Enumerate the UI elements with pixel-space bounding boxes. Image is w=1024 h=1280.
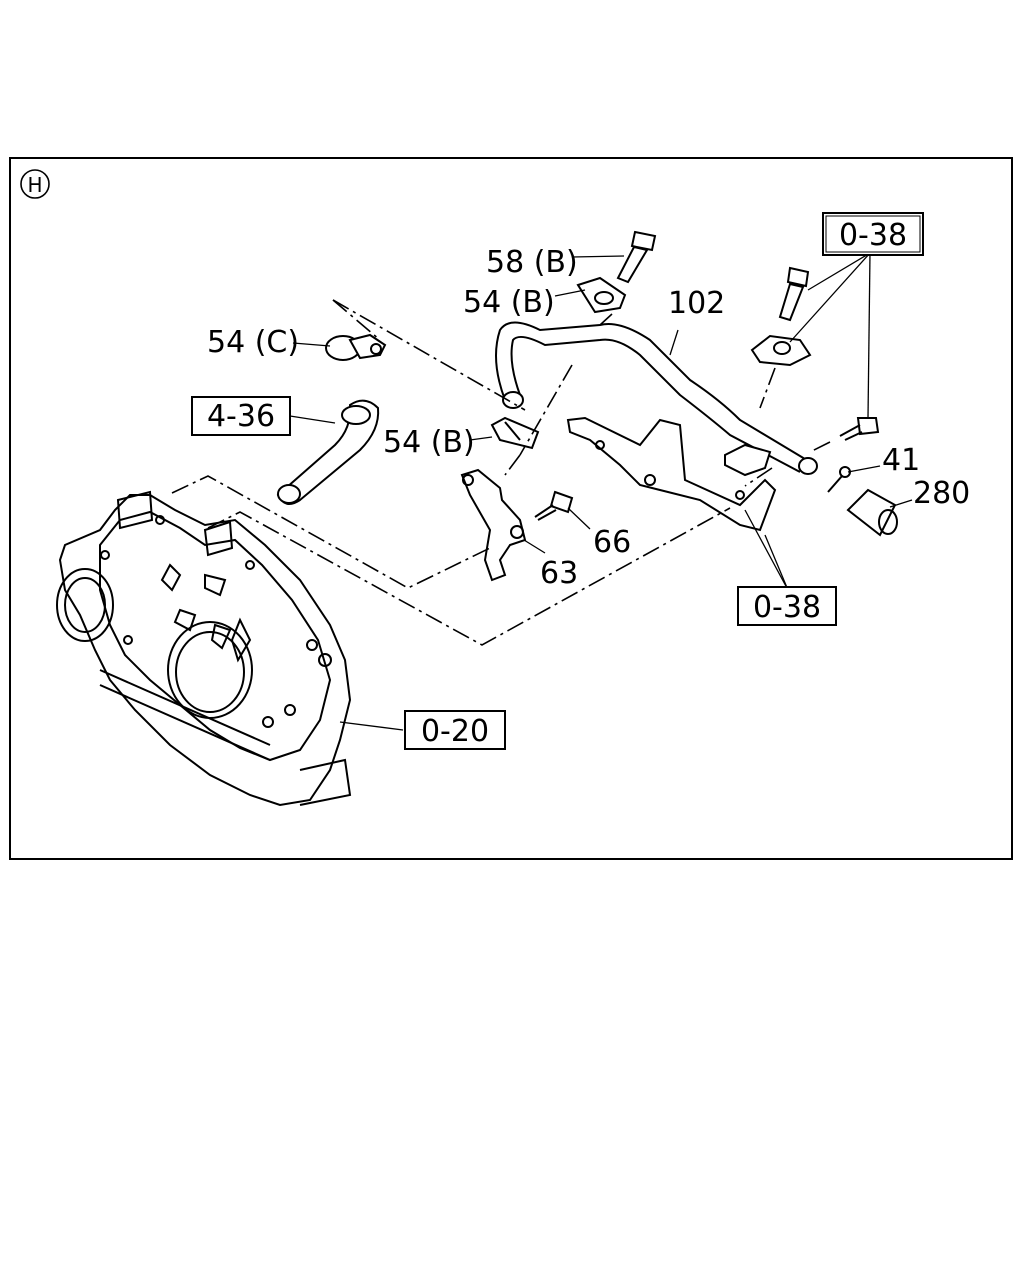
callout-63: 63 <box>540 556 578 591</box>
ref-038-top-label: 0-38 <box>839 218 907 253</box>
bracket-63 <box>460 468 527 582</box>
clamp-54c <box>325 333 387 361</box>
ref-020-label: 0-20 <box>421 714 489 749</box>
boxed-ref-020: 0-20 <box>404 710 506 750</box>
ref-436-label: 4-36 <box>207 399 275 434</box>
ref-038-bottom-label: 0-38 <box>753 590 821 625</box>
pin-41 <box>827 466 851 493</box>
sleeve-280 <box>846 488 898 537</box>
assembly-lines <box>171 299 831 646</box>
support-bracket <box>566 416 777 532</box>
callout-labels: 58 (B) 54 (B) 54 (C) 102 54 (B) 66 63 41… <box>207 245 970 591</box>
leader-lines <box>289 252 913 731</box>
bolt-038-right <box>839 417 880 441</box>
section-marker: H <box>20 169 50 199</box>
callout-54c: 54 (C) <box>207 325 299 360</box>
bolt-66 <box>534 490 574 521</box>
boxed-ref-038-top: 0-38 <box>822 212 924 256</box>
callout-54b-top: 54 (B) <box>463 285 555 320</box>
clamp-54b-top <box>576 276 627 314</box>
callout-54b-mid: 54 (B) <box>383 425 475 460</box>
clamp-54b-mid <box>490 416 540 450</box>
flywheel-housing <box>56 490 352 807</box>
hose-4-36 <box>276 399 380 505</box>
callout-58b: 58 (B) <box>486 245 578 280</box>
bolt-58b <box>616 230 657 284</box>
callout-280: 280 <box>913 476 970 511</box>
diagram-frame <box>9 157 1013 860</box>
bolt-038-top <box>778 266 810 322</box>
clamp-038-top <box>750 334 812 367</box>
callout-66: 66 <box>593 525 631 560</box>
section-marker-label: H <box>27 173 42 197</box>
callout-41: 41 <box>882 443 920 478</box>
boxed-ref-436: 4-36 <box>191 396 291 436</box>
callout-102: 102 <box>668 286 725 321</box>
boxed-ref-038-bottom: 0-38 <box>737 586 837 626</box>
